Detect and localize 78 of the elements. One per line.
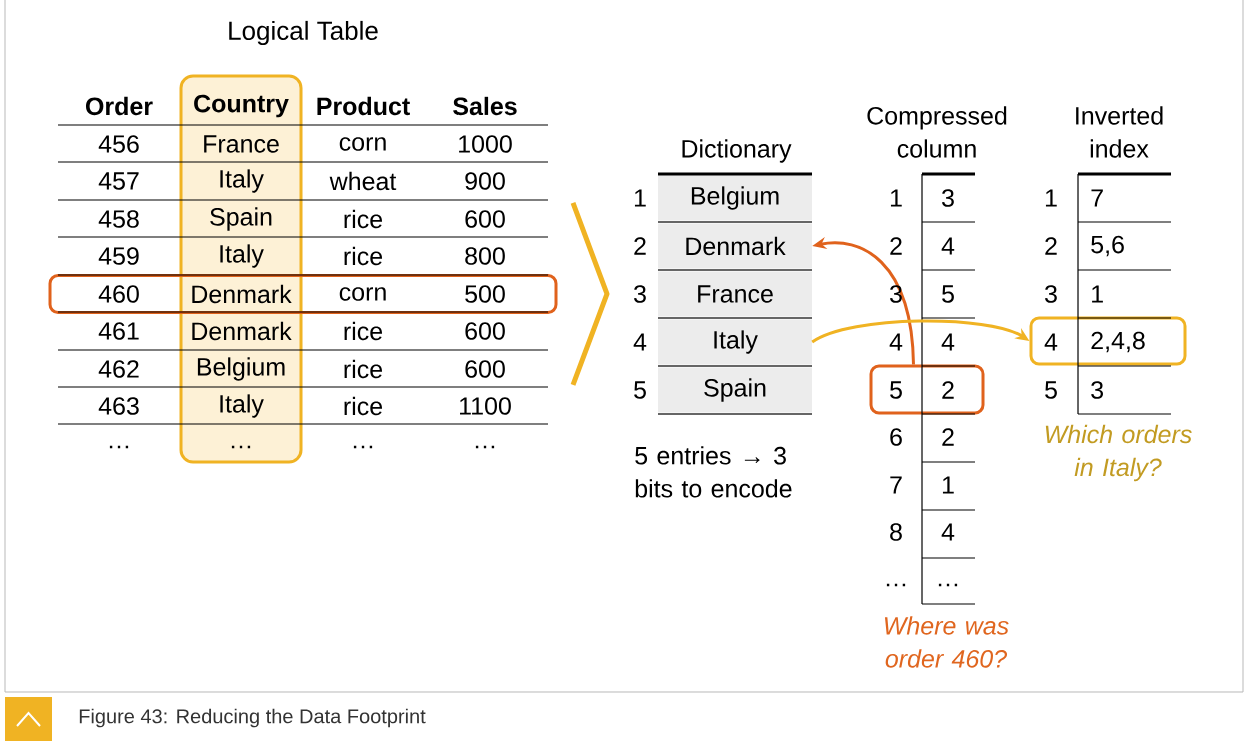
row-number: 2 [634, 237, 646, 255]
table-cell: 4 [941, 333, 955, 351]
table-cell: 5 [890, 381, 902, 399]
table-cell: 456 [98, 135, 139, 153]
table-cell: 600 [465, 360, 505, 378]
table-cell: 1000 [459, 135, 512, 153]
row-number: 5 [1045, 381, 1057, 399]
table-cell: 900 [465, 172, 505, 190]
table-cell: 5 [942, 285, 954, 303]
table-cell: Italy [220, 169, 264, 193]
table-cell: 460 [98, 285, 139, 303]
table-cell: rice [344, 359, 383, 379]
table-cell: Denmark [192, 284, 292, 304]
caption: Figure 43: Reducing the Data Footprint [79, 708, 426, 728]
table-cell: 461 [98, 322, 139, 340]
table-cell: … [353, 445, 373, 449]
row-number: 8 [890, 523, 902, 541]
row-number: 1 [1045, 189, 1057, 207]
question-text: Where was order 460? [884, 616, 1009, 668]
row-number: 3 [634, 285, 646, 303]
table-cell: 4 [1044, 333, 1058, 351]
dictionary-cell: Spain [658, 367, 812, 413]
table-cell: 1100 [460, 397, 511, 415]
row-number: 2 [890, 237, 902, 255]
dictionary-cell: Belgium [658, 175, 812, 221]
table-cell: 1 [942, 476, 954, 494]
row-number: 3 [890, 285, 902, 303]
table-cell: rice [344, 396, 383, 416]
row-number: … [886, 583, 906, 587]
table-header: Sales [453, 96, 517, 116]
dictionary-cell: France [658, 271, 812, 317]
row-number: 5 [634, 381, 646, 399]
row-number: 1 [890, 189, 902, 207]
table-cell: 462 [98, 360, 139, 378]
table-cell: rice [344, 209, 383, 229]
table-header: Country [194, 94, 289, 118]
table-cell: wheat [329, 171, 397, 191]
table-cell: rice [344, 321, 383, 341]
table-cell: corn [339, 137, 386, 151]
table-cell: Denmark [192, 321, 292, 341]
table-cell: Italy [220, 394, 264, 418]
row-number: 4 [633, 333, 647, 351]
note-text: 5 entries → 3 bits to encode [635, 446, 792, 498]
table-cell: 2 [942, 381, 954, 399]
table-header: Order [86, 96, 153, 116]
dictionary-cell: Italy [658, 319, 812, 365]
table-cell: … [109, 445, 129, 449]
table-cell: 457 [98, 172, 139, 190]
table-cell: 500 [465, 285, 505, 303]
table-cell: 3 [942, 189, 954, 207]
question-text: Which orders in Italy? [1045, 424, 1192, 482]
table-cell: 600 [465, 210, 505, 228]
table-cell: Belgium [197, 357, 285, 381]
table-cell: Spain [210, 207, 272, 231]
table-cell: 463 [98, 397, 139, 415]
table-cell: 7 [1091, 189, 1103, 207]
table-cell: 4 [941, 237, 955, 255]
table-cell: 458 [98, 210, 139, 228]
row-number: 2 [1045, 237, 1057, 255]
table-cell: Italy [220, 244, 264, 268]
table-cell: … [475, 445, 495, 449]
table-cell: … [231, 445, 251, 449]
row-number: 7 [890, 476, 902, 494]
column-heading: Inverted index [1076, 106, 1163, 158]
dictionary-cell: Denmark [658, 223, 812, 269]
table-cell: … [938, 583, 958, 587]
table-cell: 2,4,8 [1091, 331, 1145, 353]
table-cell: 5,6 [1091, 235, 1124, 257]
column-heading: Compressed column [867, 106, 1007, 158]
row-number: 4 [889, 333, 903, 351]
row-number: 1 [634, 189, 646, 207]
table-cell: corn [339, 287, 386, 301]
table-cell: 4 [941, 523, 955, 541]
table-cell: rice [344, 246, 383, 266]
title: Logical Table [229, 20, 378, 46]
table-cell: France [204, 135, 279, 153]
table-cell: 459 [98, 247, 139, 265]
column-heading: Dictionary [682, 139, 792, 163]
